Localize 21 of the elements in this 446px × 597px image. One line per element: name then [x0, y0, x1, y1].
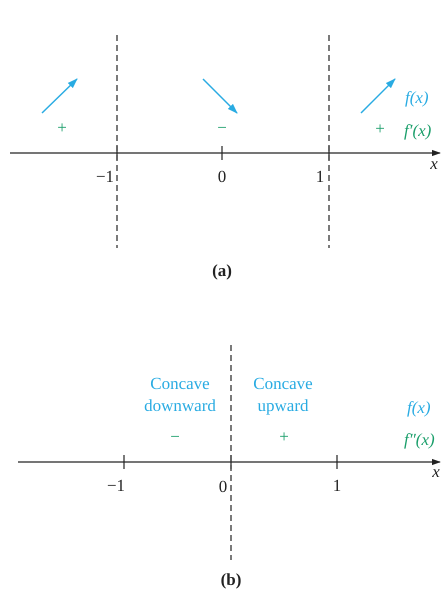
tick-label: 0: [218, 166, 226, 188]
tick-label: 1: [332, 474, 342, 497]
sign-label: −: [217, 116, 227, 139]
function-label: f(x): [407, 396, 431, 419]
sign-label: +: [57, 116, 67, 139]
sign-label: +: [279, 426, 289, 448]
sign-label: −: [170, 426, 180, 448]
function-label: f(x): [405, 86, 429, 109]
second-derivative-label: f″(x): [404, 428, 435, 451]
axis-label: x: [432, 460, 440, 483]
tick-label: 1: [316, 166, 324, 188]
tick-label: −1: [96, 166, 114, 188]
concavity-label: Concave upward: [252, 372, 314, 417]
tick-label: 0: [218, 476, 228, 498]
axis-label: x: [430, 152, 438, 175]
panel-label: (a): [212, 260, 232, 282]
panel-label: (b): [220, 568, 242, 591]
sign-label: +: [375, 118, 385, 140]
tick-label: −1: [106, 474, 126, 497]
derivative-label: f′(x): [404, 120, 432, 142]
concavity-label: Concave downward: [143, 372, 217, 417]
